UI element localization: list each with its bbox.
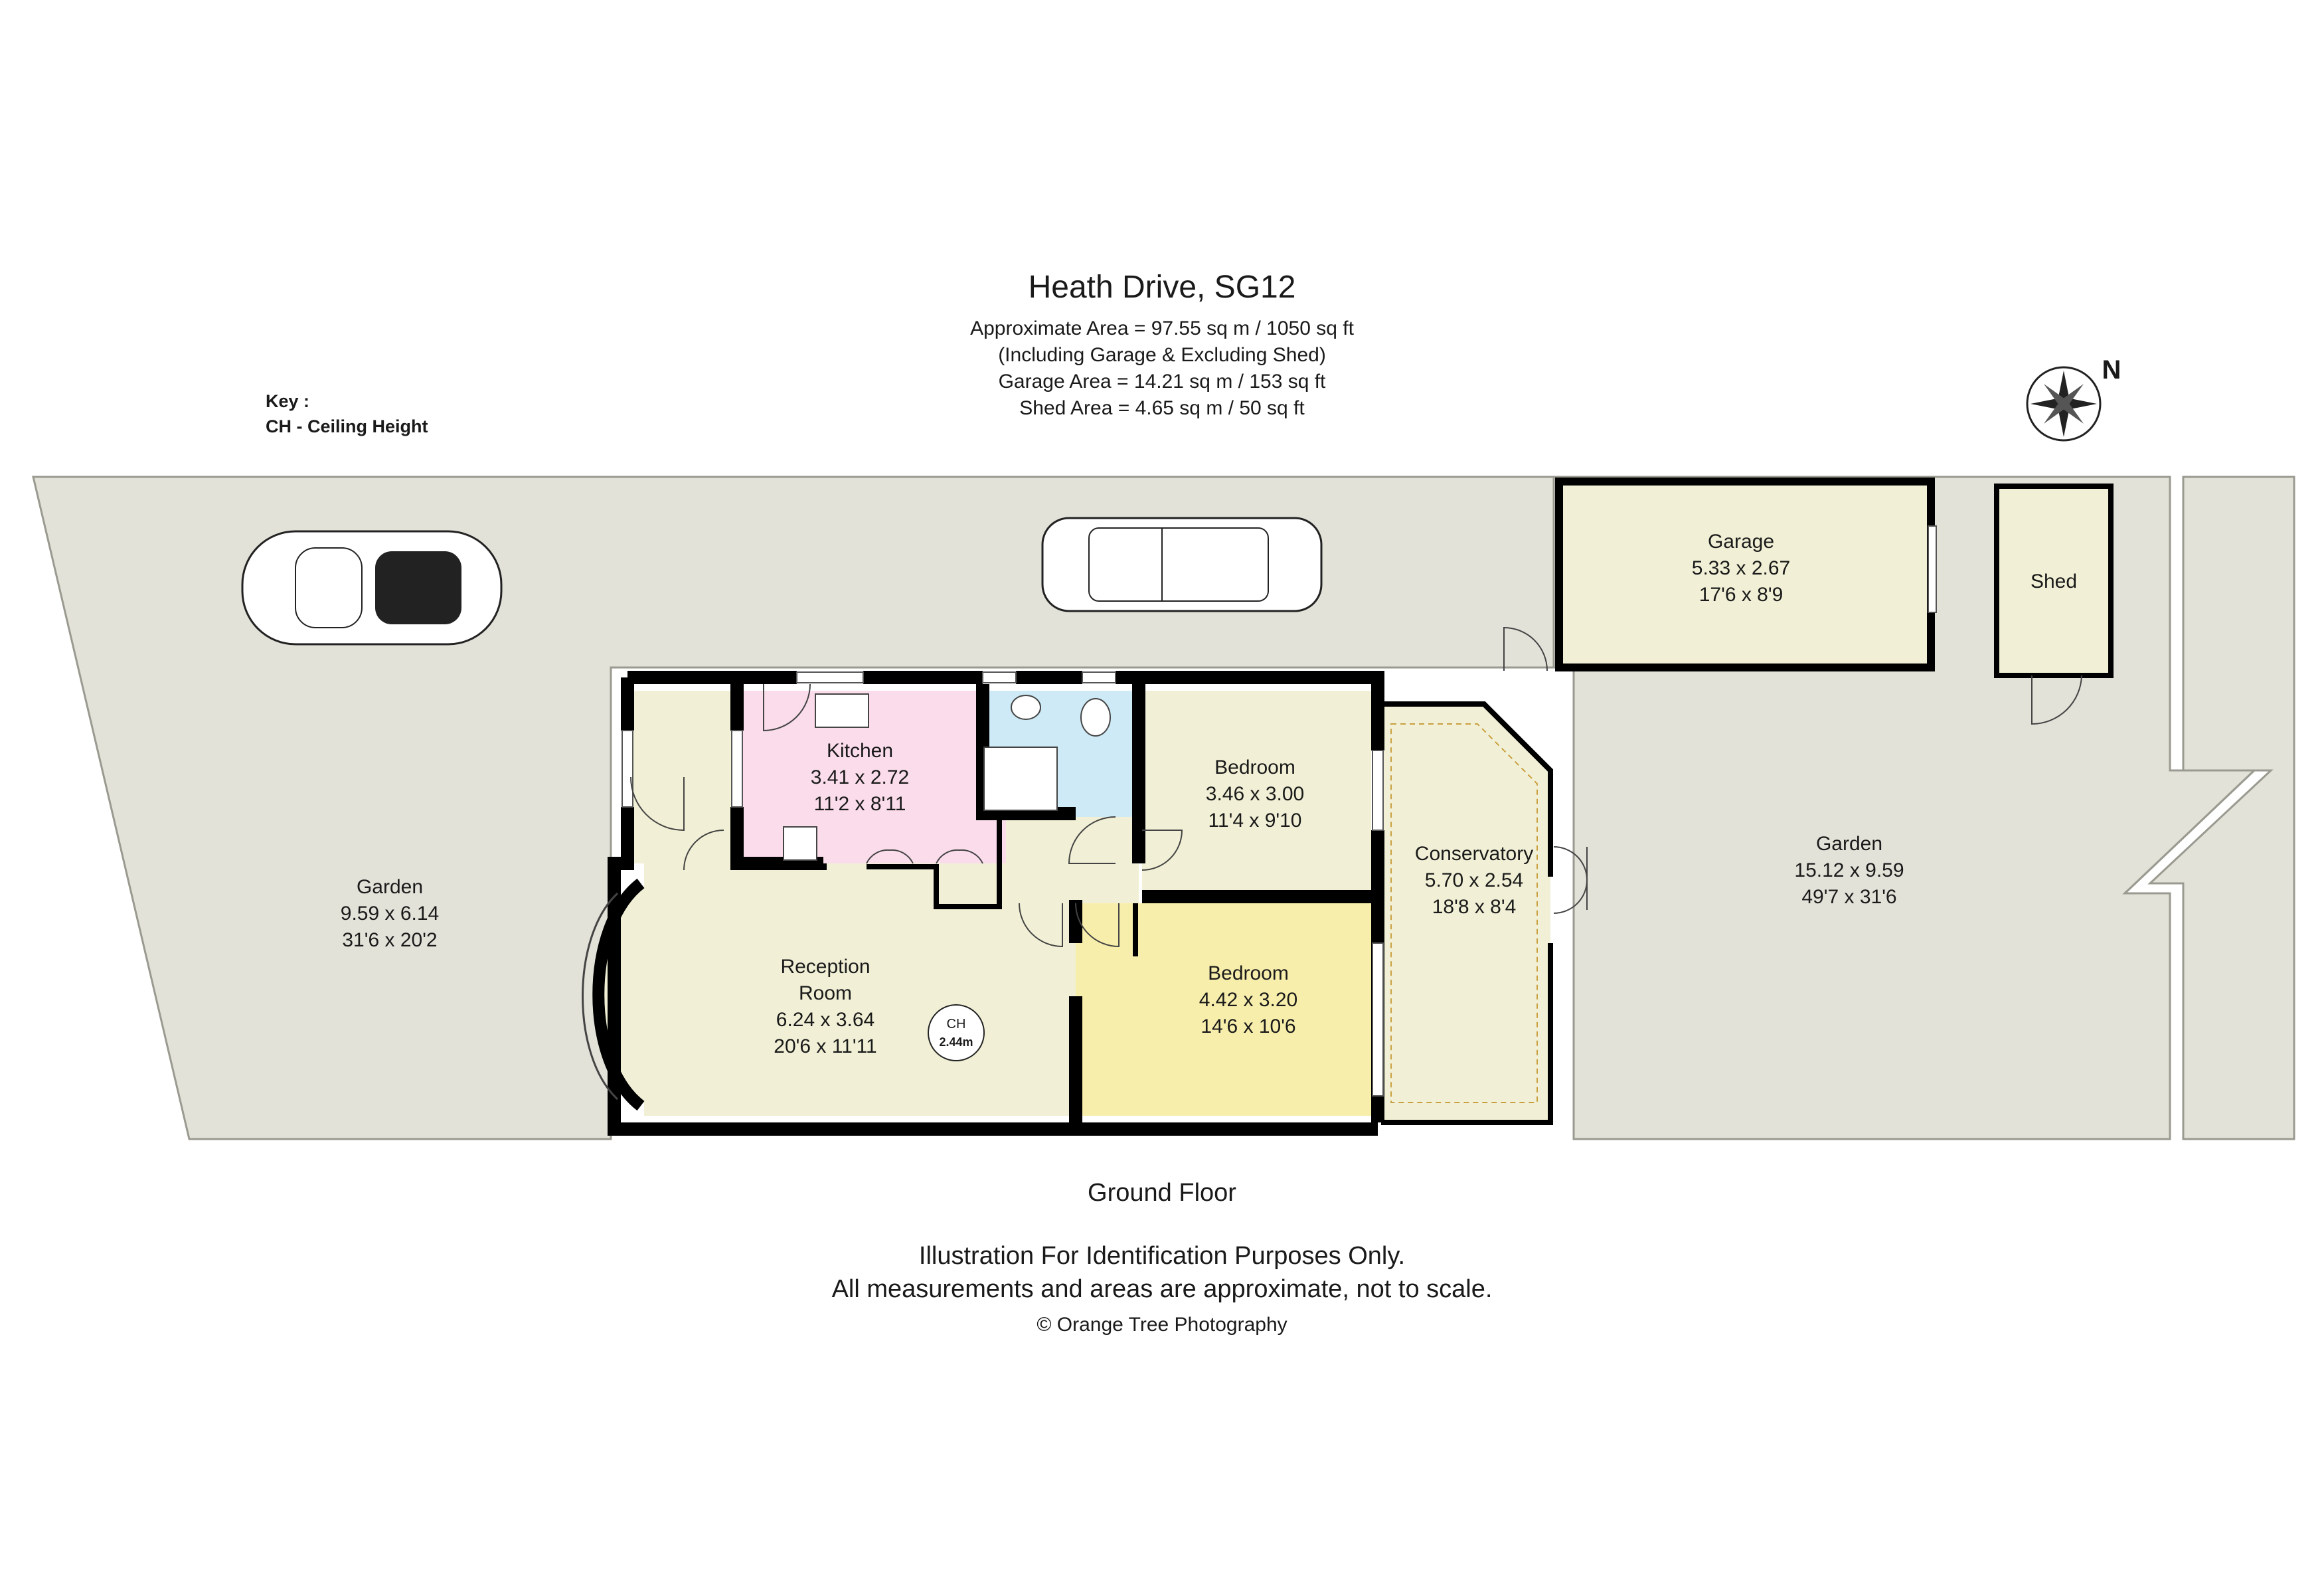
front-garden-imperial: 31'6 x 20'2 (342, 929, 437, 951)
ceiling-height-badge (928, 1004, 985, 1061)
conservatory-metric: 5.70 x 2.54 (1425, 869, 1523, 891)
rear-garden-imperial: 49'7 x 31'6 (1801, 886, 1896, 908)
boundary-line (2122, 769, 2257, 895)
bedroom-1-floor (1142, 691, 1371, 897)
key-item-ceiling-height: CH - Ceiling Height (266, 416, 428, 436)
conservatory-floor (1381, 704, 1550, 1122)
bedroom-2-floor (1076, 903, 1371, 1116)
footer-disclaimer-2: All measurements and areas are approxima… (831, 1275, 1493, 1303)
footer-copyright: © Orange Tree Photography (1037, 1314, 1287, 1336)
approximate-area: Approximate Area = 97.55 sq m / 1050 sq … (970, 317, 1354, 339)
sink (815, 693, 869, 728)
shed-name: Shed (2031, 571, 2077, 592)
garage-name: Garage (1708, 531, 1774, 553)
kitchen-metric: 3.41 x 2.72 (811, 766, 909, 788)
bedroom-1-name: Bedroom (1214, 756, 1295, 778)
front-garden-metric: 9.59 x 6.14 (341, 903, 439, 925)
garage-door-swing (1503, 626, 1548, 671)
reception-name-line1: Reception (780, 956, 870, 978)
windows (622, 671, 1384, 1097)
front-garden-name: Garden (357, 876, 423, 898)
bedroom-2-metric: 4.42 x 3.20 (1199, 989, 1297, 1011)
plan-title: Heath Drive, SG12 (1028, 270, 1296, 305)
conservatory-name: Conservatory (1415, 843, 1533, 865)
floor-label: Ground Floor (1088, 1179, 1236, 1207)
door-swings (630, 683, 1183, 948)
toilet (1080, 698, 1111, 737)
room-labels: Garage 5.33 x 2.67 17'6 x 8'9 Shed Kitch… (341, 531, 2077, 1057)
area-note: (Including Garage & Excluding Shed) (998, 344, 1326, 366)
thin-walls (740, 701, 1553, 1125)
bedroom-1-imperial: 11'4 x 9'10 (1208, 810, 1301, 832)
bay-window-glazing (582, 892, 619, 1101)
kitchen-name: Kitchen (827, 740, 893, 762)
shed-area: Shed Area = 4.65 sq m / 50 sq ft (1019, 397, 1305, 419)
reception-name-line2: Room (799, 982, 852, 1004)
car-top-center (1041, 517, 1323, 612)
basin (1011, 695, 1041, 720)
ceiling-badge-label: CH (947, 1017, 966, 1031)
rear-garden-metric: 15.12 x 9.59 (1794, 859, 1904, 881)
car-top-left (241, 530, 503, 646)
garage-imperial: 17'6 x 8'9 (1699, 584, 1784, 606)
reception-room-floor (644, 863, 1076, 1116)
key-legend: Key : CH - Ceiling Height (266, 389, 428, 439)
shed-door-swing (2031, 675, 2082, 725)
bedroom-2-imperial: 14'6 x 10'6 (1201, 1016, 1295, 1037)
shed-structure (1994, 484, 2114, 678)
compass-north-label: N (2102, 355, 2121, 385)
hob (783, 826, 817, 861)
conservatory-imperial: 18'8 x 8'4 (1432, 896, 1517, 918)
ceiling-badge-value: 2.44m (939, 1035, 973, 1049)
garage-window (1928, 525, 1937, 613)
bedroom-2-name: Bedroom (1208, 962, 1289, 984)
compass-icon (2026, 366, 2102, 442)
bay-window-wall (592, 878, 645, 1111)
hallway-floor (631, 691, 744, 863)
conservatory-roof-outline (1390, 723, 1538, 1103)
kitchen-imperial: 11'2 x 8'11 (814, 793, 906, 815)
garage-area: Garage Area = 14.21 sq m / 153 sq ft (998, 371, 1326, 393)
garage-metric: 5.33 x 2.67 (1692, 557, 1790, 579)
reception-imperial: 20'6 x 11'11 (774, 1035, 876, 1057)
bedroom-1-metric: 3.46 x 3.00 (1206, 783, 1304, 805)
rear-garden-name: Garden (1816, 833, 1882, 855)
key-title: Key : (266, 391, 310, 411)
footer-disclaimer-1: Illustration For Identification Purposes… (918, 1242, 1406, 1270)
shower-tray (983, 747, 1058, 811)
reception-metric: 6.24 x 3.64 (776, 1009, 874, 1031)
